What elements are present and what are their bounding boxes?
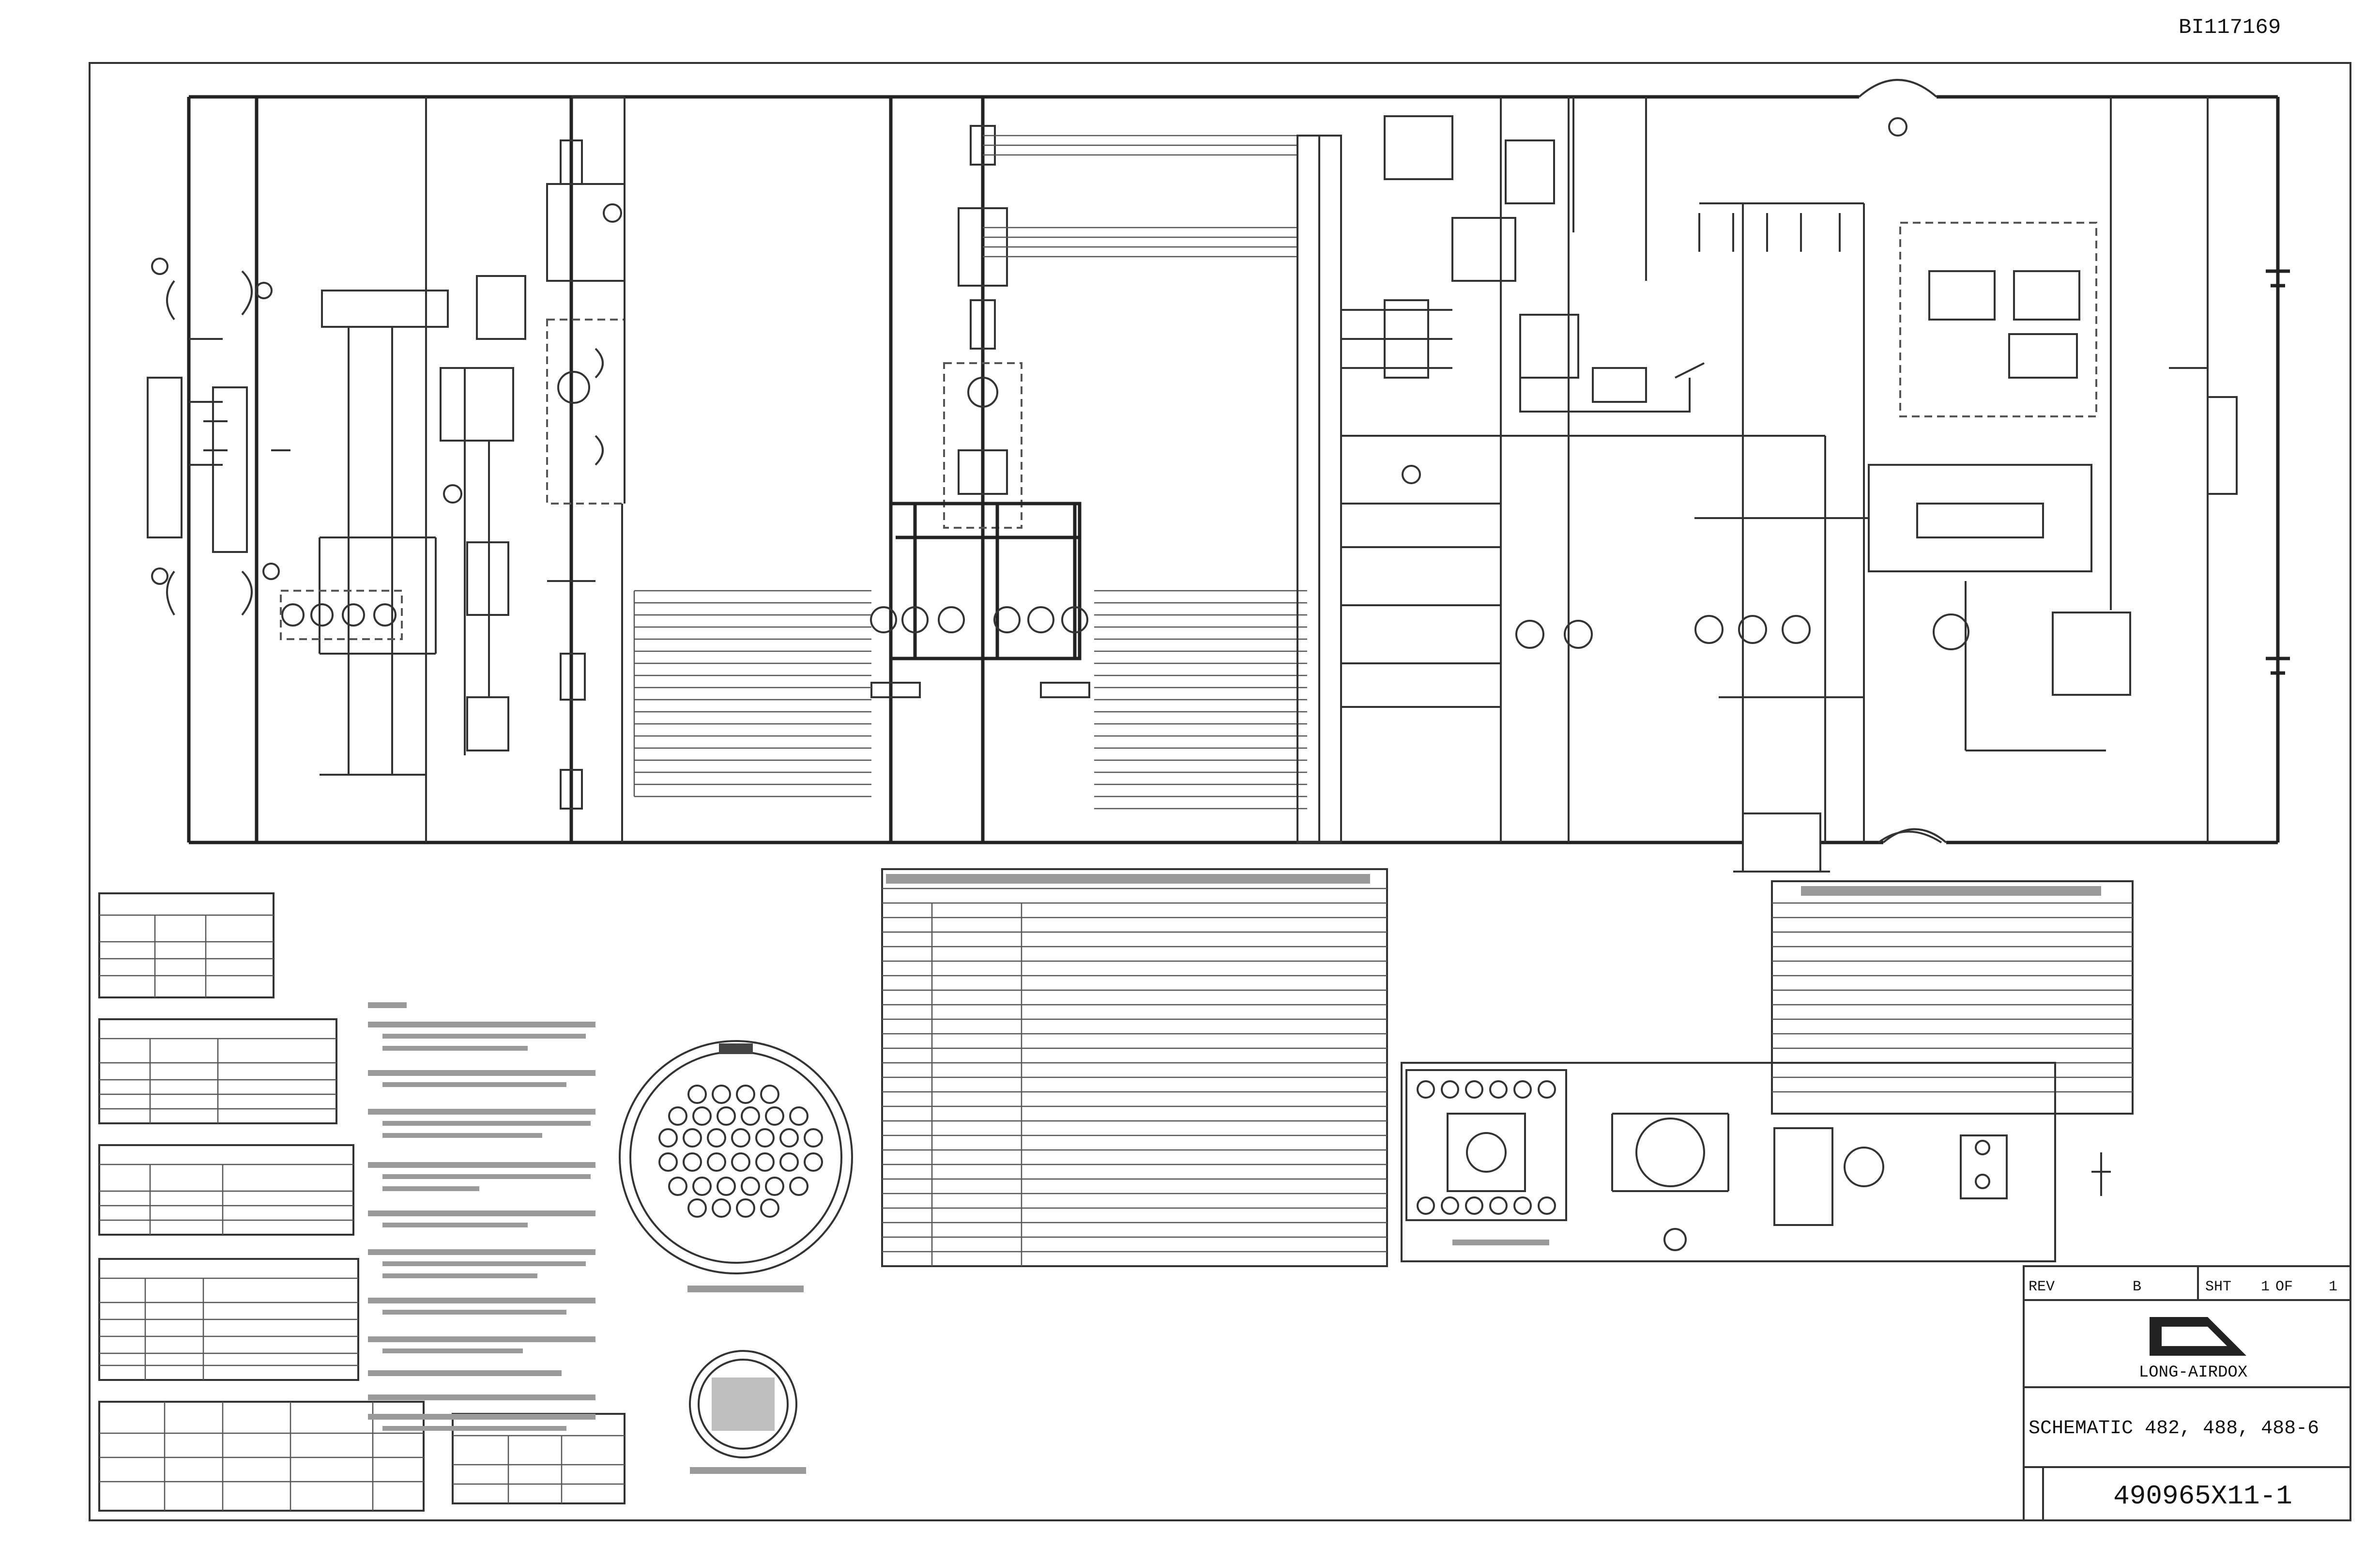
company-name: LONG-AIRDOX [2139,1363,2247,1382]
title-block: REV B SHT 1 OF 1 LONG-AIRDOX SCHEMATIC 4… [2023,1265,2351,1521]
lower-tables: REV B SHT 1 OF 1 LONG-AIRDOX SCHEMATIC 4… [98,868,2351,1521]
diagnostics-table [1771,880,2134,1115]
drawing-title: SCHEMATIC 482, 488, 488-6 [2029,1418,2319,1440]
sheet-total: 1 [2329,1279,2337,1295]
company-logo-icon [2150,1317,2246,1356]
component-details [1401,1062,2111,1262]
sheet-label: SHT [2205,1279,2231,1295]
wire-code-table [881,868,1388,1267]
rev-label: REV [2029,1279,2055,1295]
drawing-id: BI117169 [2179,15,2281,40]
drawing-number: 490965X11-1 [2113,1481,2292,1512]
round-connector-large [619,1040,853,1292]
drawing-frame [89,62,2351,1521]
main-schematic [147,79,2290,873]
rev-value: B [2133,1279,2141,1295]
notes-column [368,1002,595,1431]
wire-harness [633,135,1307,810]
sheet-of-label: OF [2275,1279,2293,1295]
round-connector-small [689,1350,806,1474]
sheet-value: 1 [2261,1279,2270,1295]
